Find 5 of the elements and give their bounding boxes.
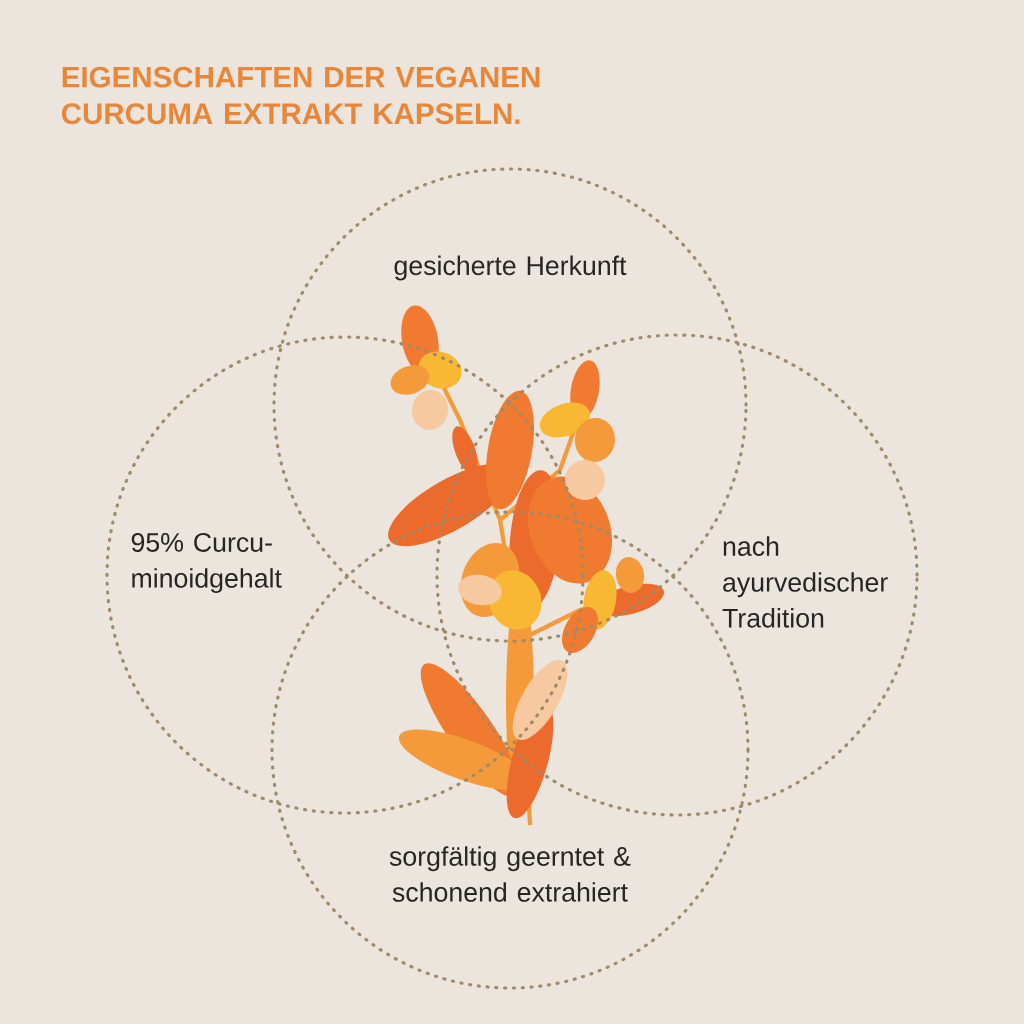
circle-label: 95% Curcu- minoidgehalt <box>131 532 282 594</box>
circle-label: nach ayurvedischer Tradition <box>722 536 888 628</box>
title: EIGENSCHAFTEN DER VEGANEN CURCUMA EXTRAKT KAPSELN. <box>61 66 540 125</box>
circle-label: sorgfältig geerntet & schonend extrahiert <box>389 846 631 902</box>
circle-label: gesicherte Herkunft <box>394 255 627 281</box>
